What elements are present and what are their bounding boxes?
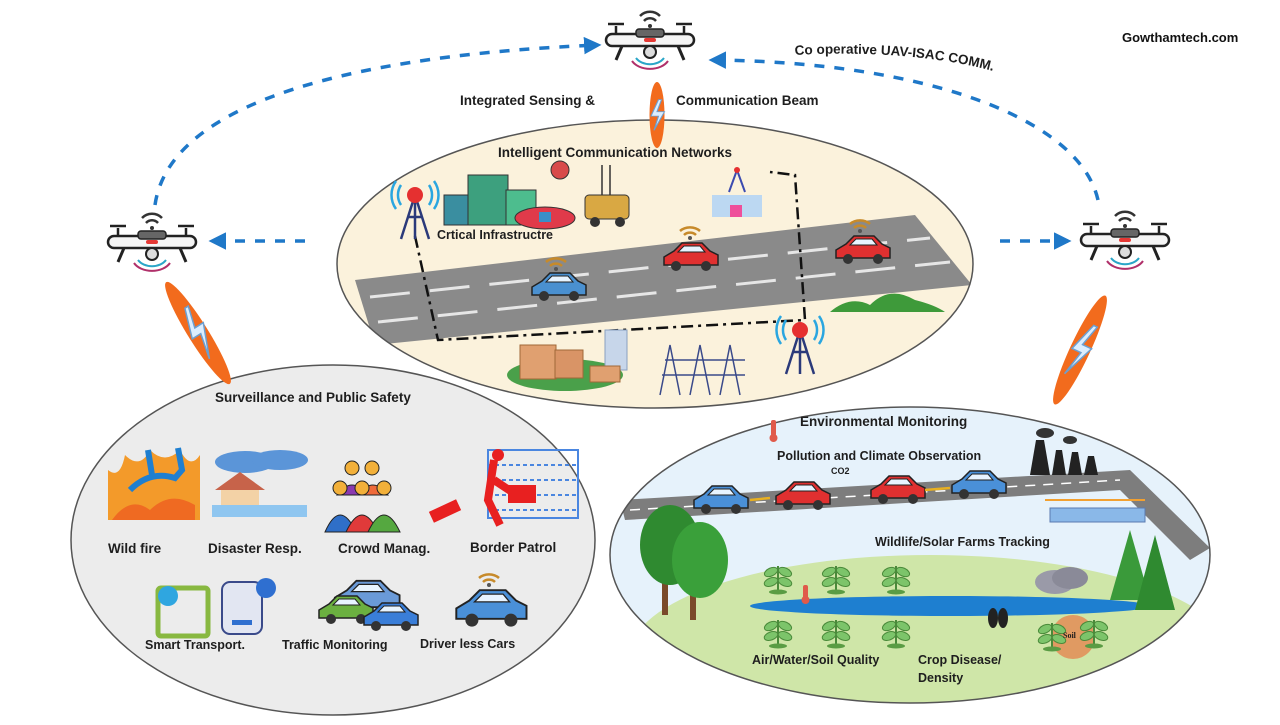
hills-icon [830,293,945,312]
central-region [336,119,974,409]
critical-infrastructure-icon [443,160,630,230]
item-label-border: Border Patrol [470,540,557,555]
soil-label: Soil [1063,631,1076,640]
wildlife-label: Wildlife/Solar Farms Tracking [875,535,1050,549]
central-title: Intelligent Communication Networks [498,145,733,160]
crop-label-line1: Crop Disease/ [918,653,1002,667]
co2-label: CO2 [831,466,850,476]
item-label-disaster: Disaster Resp. [208,541,302,556]
surveillance-region [70,364,596,716]
isac-label-left: Integrated Sensing & [460,93,596,108]
highway [355,215,972,345]
thermometer-icon [769,420,778,442]
building-tower-icon [712,167,762,217]
flood-house-icon [212,450,308,517]
elephants-icon [1035,567,1088,594]
cooperative-link-label: Co operative UAV-ISAC COMM. [794,42,996,74]
crop-label-line2: Density [918,671,964,685]
thermometer-icon [801,585,810,604]
critical-infrastructure-label: Crtical Infrastructre [437,228,554,242]
pine-trees-icon [1110,530,1175,610]
penguins-icon [988,608,1008,628]
wildfire-deer-icon [108,447,200,520]
factory-chimneys-icon [1030,428,1098,475]
quality-label: Air/Water/Soil Quality [752,653,880,667]
river [750,596,1150,616]
isac-label-right: Communication Beam [676,93,819,108]
border-fence-icon [428,449,579,527]
warehouse-icon [507,329,628,391]
link-top-right [708,51,1100,201]
bus-train-icon [155,578,276,639]
item-label-driverless: Driver less Cars [420,637,516,651]
solar-panels-icon [1045,499,1146,523]
distance-arrow-icon [749,486,951,502]
power-grid-icon [659,344,745,396]
surveillance-title: Surveillance and Public Safety [215,390,411,405]
pollution-label: Pollution and Climate Observation [777,449,982,463]
coverage-dashed-box [413,170,807,342]
crowd-icon [324,460,401,533]
environment-title: Environmental Monitoring [800,414,968,429]
item-label-wildfire: Wild fire [108,541,162,556]
brand-watermark: Gowthamtech.com [1122,30,1239,45]
link-top-left [153,36,602,206]
deciduous-trees-icon [640,505,728,620]
cooperative-links [153,36,1100,250]
item-label-smart-transport: Smart Transport. [145,638,246,652]
item-label-crowd: Crowd Manag. [338,541,431,556]
item-label-traffic: Traffic Monitoring [282,638,388,652]
